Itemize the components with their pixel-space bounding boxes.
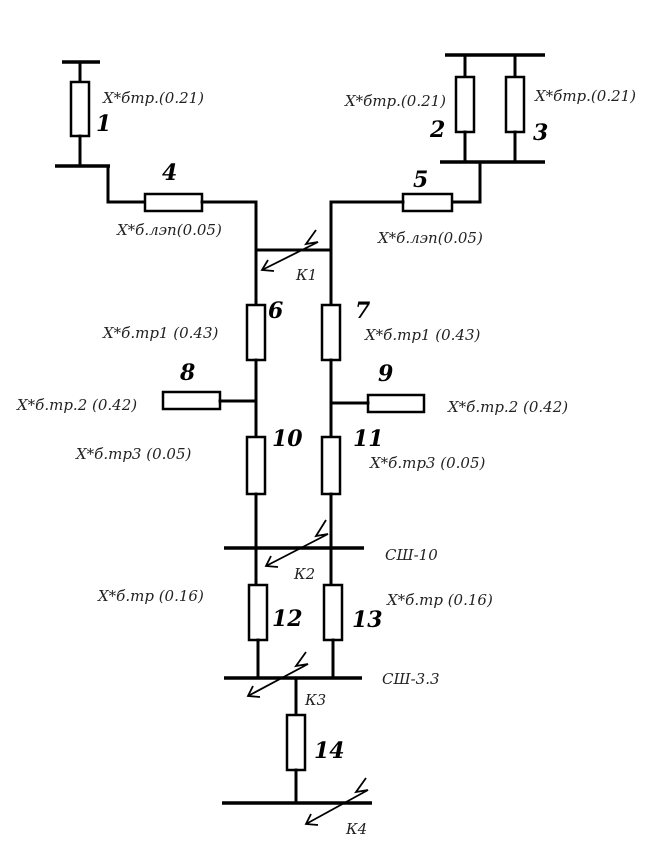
number-e1: 1 — [96, 111, 111, 137]
fault-k3-arrow — [246, 651, 309, 698]
label-e8: X*б.тр.2 (0.42) — [16, 396, 137, 414]
resistor-6 — [245, 303, 267, 362]
label-e1: X*бтр.(0.21) — [102, 89, 204, 107]
wire — [450, 160, 482, 204]
number-e6: 6 — [268, 298, 283, 324]
number-e9: 9 — [378, 361, 393, 387]
number-e5: 5 — [413, 167, 428, 193]
resistor-5 — [401, 192, 454, 213]
number-e3: 3 — [533, 120, 548, 146]
label-e6: X*б.тр1 (0.43) — [102, 324, 218, 342]
resistor-13 — [322, 583, 344, 642]
resistor-10 — [245, 435, 267, 496]
fault-k4-arrow — [304, 777, 369, 826]
wire — [329, 200, 405, 307]
resistor-8 — [161, 390, 222, 411]
label-e11: X*б.тр3 (0.05) — [369, 454, 485, 472]
resistor-2 — [454, 75, 476, 134]
resistor-3 — [504, 75, 526, 134]
number-e11: 11 — [353, 426, 384, 452]
fault-k2-arrow — [264, 519, 329, 568]
number-e7: 7 — [355, 298, 371, 324]
fault-k1-label: К1 — [295, 266, 317, 284]
wire — [106, 164, 147, 204]
resistor-7 — [320, 303, 342, 362]
fault-k3-label: К3 — [304, 691, 326, 709]
label-e2: X*бтр.(0.21) — [344, 92, 446, 110]
label-e3: X*бтр.(0.21) — [534, 87, 636, 105]
bus-sh33-label: СШ-3.3 — [382, 670, 440, 688]
bus-sh10-label: СШ-10 — [385, 546, 438, 564]
number-e8: 8 — [179, 360, 195, 386]
number-e4: 4 — [162, 160, 177, 186]
number-e14: 14 — [314, 738, 345, 764]
resistor-1 — [69, 80, 91, 138]
resistor-9 — [366, 393, 426, 414]
number-e10: 10 — [272, 426, 303, 452]
label-e4: X*б.лэп(0.05) — [116, 221, 222, 239]
fault-k2-label: К2 — [293, 565, 315, 583]
label-e7: X*б.тр1 (0.43) — [364, 326, 480, 344]
wire — [200, 200, 258, 307]
resistor-4 — [143, 192, 204, 213]
number-e12: 12 — [272, 606, 303, 632]
label-e5: X*б.лэп(0.05) — [377, 229, 483, 247]
label-e10: X*б.тр3 (0.05) — [75, 445, 191, 463]
resistor-14 — [285, 713, 307, 772]
resistor-11 — [320, 435, 342, 496]
fault-k1-arrow — [260, 229, 319, 272]
number-e2: 2 — [429, 117, 445, 143]
label-e12: X*б.тр (0.16) — [97, 587, 204, 605]
number-e13: 13 — [352, 607, 383, 633]
resistor-12 — [247, 583, 269, 642]
label-e9: X*б.тр.2 (0.42) — [447, 398, 568, 416]
fault-k4-label: К4 — [345, 820, 367, 838]
label-e13: X*б.тр (0.16) — [386, 591, 493, 609]
